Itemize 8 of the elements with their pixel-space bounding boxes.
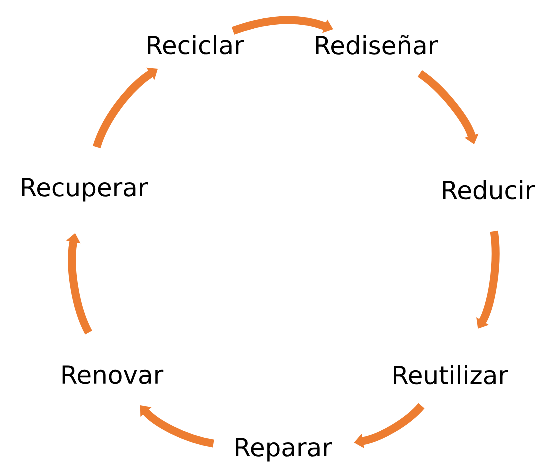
cycle-step-label: Reciclar xyxy=(148,35,244,55)
cycle-step-label: Reducir xyxy=(443,180,536,200)
cycle-step-label: Rediseñar xyxy=(316,35,438,55)
cycle-step-label: Reparar xyxy=(236,438,332,462)
cycle-step-label: Renovar xyxy=(62,366,164,384)
cycle-step-label: Reutilizar xyxy=(394,365,508,385)
curved-arrow xyxy=(476,231,500,329)
cycle-step-label: Recuperar xyxy=(22,178,148,202)
